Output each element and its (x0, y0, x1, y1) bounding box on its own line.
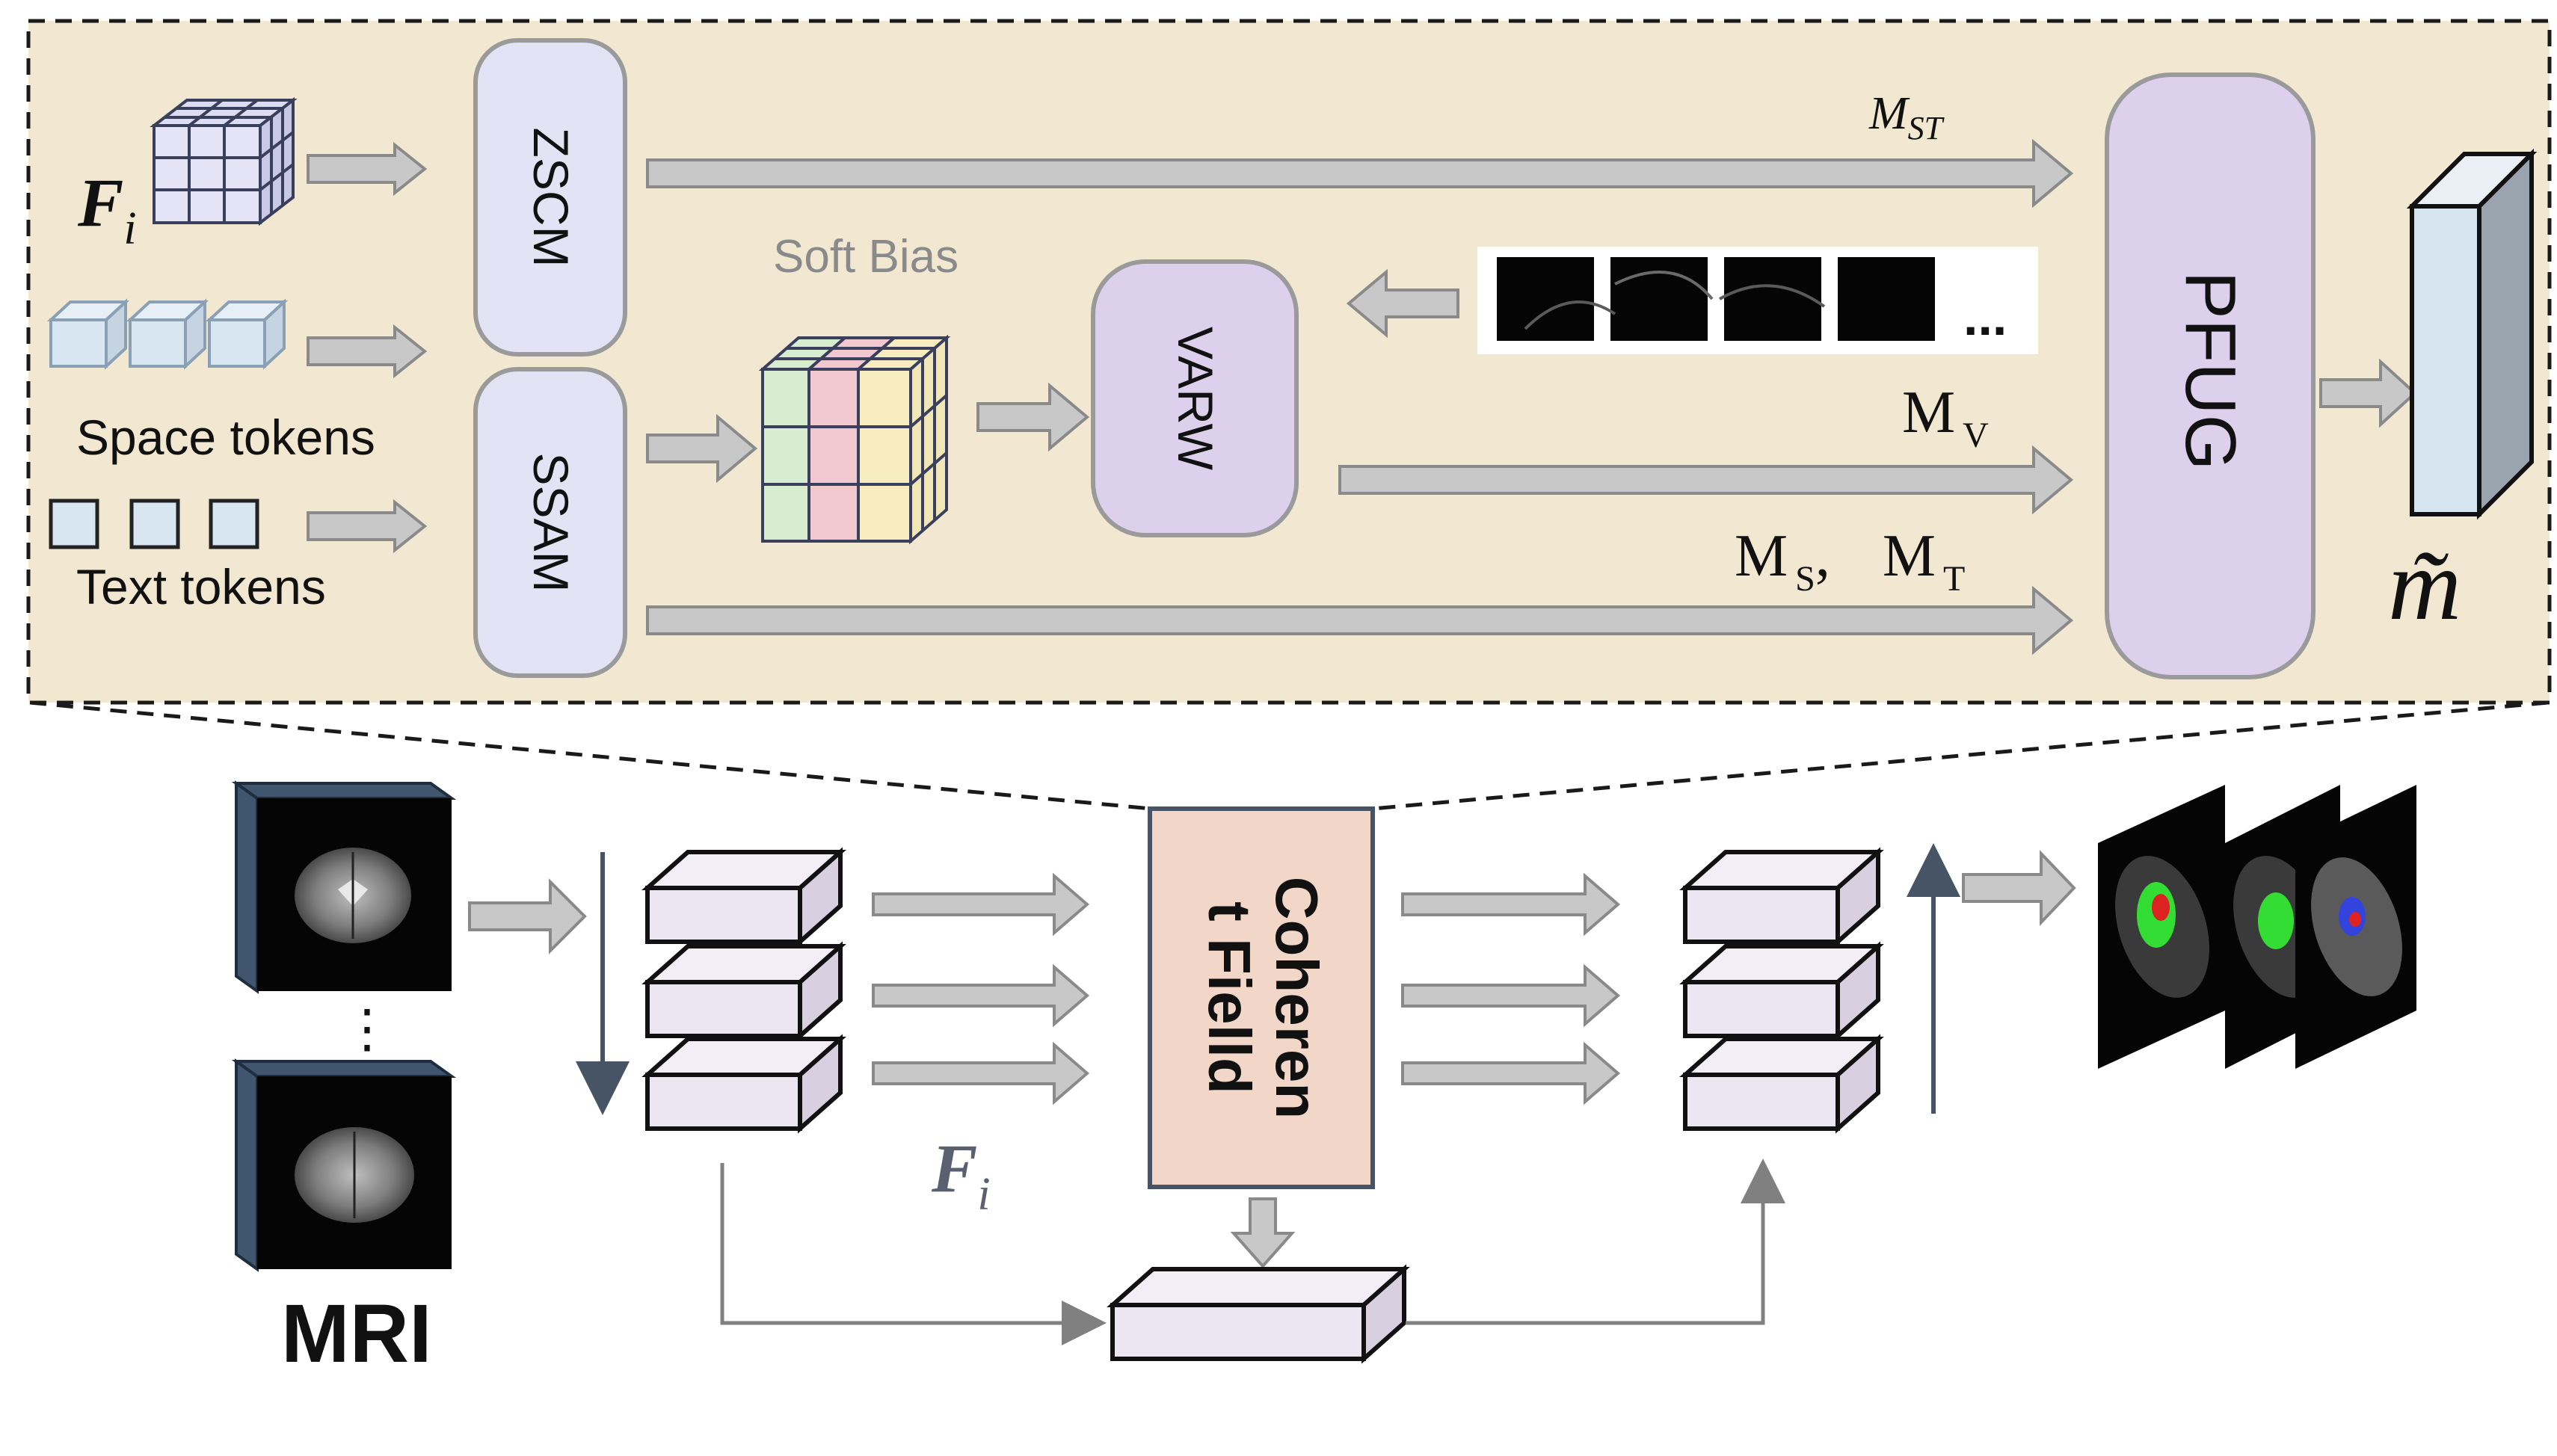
arrow-ssam-to-cube (646, 413, 758, 484)
arrow-ssam-to-pfug (646, 585, 2074, 655)
ssam-label: SSAM (523, 452, 579, 592)
m-st-label: MST (1868, 88, 1945, 146)
zoom-line-right (1372, 700, 2549, 811)
decoder-block-stack (1679, 847, 1884, 1134)
arrow-cube-to-varw (976, 382, 1090, 452)
arrow-decoder-to-output (1962, 850, 2076, 926)
f-i-top-label: Fi (77, 164, 137, 254)
pfug-module (2105, 73, 2316, 679)
mri-input-image-top (231, 780, 457, 994)
segmentation-output-images (2098, 785, 2416, 1069)
m-tilde-label: m̃ (2388, 529, 2461, 641)
mri-dots: ⋮ (341, 999, 393, 1058)
input-arrows (307, 141, 428, 554)
text-token-squares (49, 499, 259, 549)
soft-bias-label: Soft Bias (773, 231, 959, 283)
soft-bias-cube-icon (758, 334, 951, 545)
encoder-block-stack (641, 847, 846, 1134)
space-tokens-label: Space tokens (76, 410, 375, 465)
text-tokens-label: Text tokens (76, 559, 326, 614)
varw-module (1091, 259, 1299, 537)
zscm-module (473, 38, 627, 357)
space-token-cubes (46, 298, 289, 370)
slice-ellipsis: ... (1963, 288, 2007, 346)
skip-line-bottleneck-to-decoder (1406, 1159, 1785, 1325)
mri-label: MRI (281, 1288, 432, 1380)
output-feature-bar (2406, 148, 2538, 520)
arrow-mri-to-encoder (468, 878, 587, 954)
skip-line-encoder-to-bottleneck (720, 1163, 1107, 1345)
arrow-slices-to-varw (1346, 268, 1459, 339)
varw-label: VARW (1168, 327, 1223, 471)
f-i-bottom-label: Fi (931, 1130, 991, 1220)
arrow-varw-to-pfug (1338, 445, 2074, 515)
arrows-encoder-to-coherent (872, 872, 1090, 1105)
coherent-field-label: Coherent Fielld (1196, 877, 1330, 1120)
arrow-coherent-to-bottleneck (1230, 1197, 1296, 1269)
arrows-coherent-to-decoder (1401, 872, 1621, 1105)
coherent-field-module (1148, 806, 1375, 1189)
zscm-label: ZSCM (523, 128, 579, 268)
bottleneck-block (1107, 1264, 1410, 1364)
mri-input-image-bottom (231, 1058, 457, 1272)
arrow-zscm-to-pfug (646, 138, 2074, 209)
pfug-label: PFUG (2170, 271, 2250, 471)
zoom-line-left (29, 700, 1152, 811)
mri-slice-thumbnails (1497, 257, 1935, 341)
feature-cube-icon (150, 96, 298, 226)
arrow-pfug-to-output (2319, 358, 2417, 428)
ssam-module (473, 367, 627, 678)
